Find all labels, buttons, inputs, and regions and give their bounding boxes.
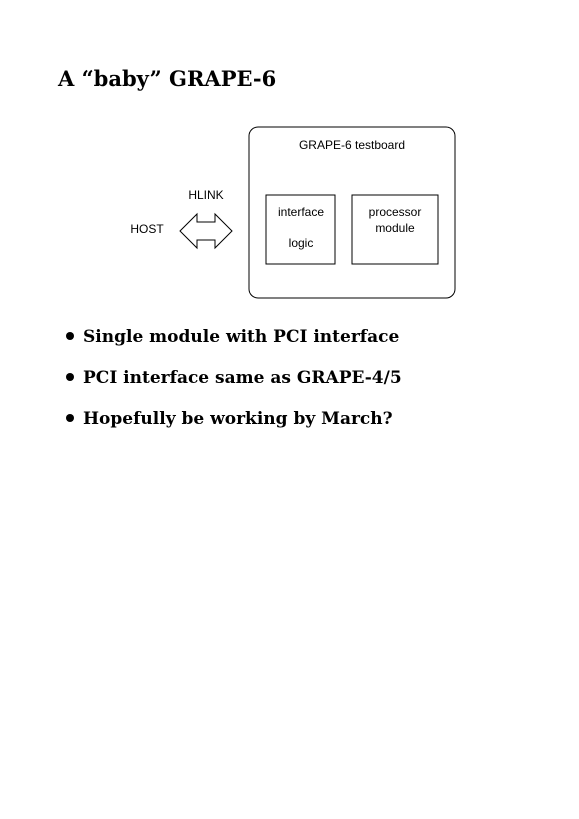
bullet-icon xyxy=(66,332,74,340)
interface-block-line1: interface xyxy=(278,205,324,219)
bullet-list: Single module with PCI interface PCI int… xyxy=(66,324,402,447)
bidirectional-arrow-icon xyxy=(179,212,233,250)
bullet-text: Hopefully be working by March? xyxy=(83,409,393,429)
list-item: PCI interface same as GRAPE-4/5 xyxy=(66,365,402,406)
list-item: Single module with PCI interface xyxy=(66,324,402,365)
interface-block-line2: logic xyxy=(289,236,314,250)
testboard-label: GRAPE-6 testboard xyxy=(299,138,405,152)
bullet-icon xyxy=(66,373,74,381)
list-item: Hopefully be working by March? xyxy=(66,406,402,447)
testboard-outline xyxy=(248,126,456,299)
page-title: A “baby” GRAPE-6 xyxy=(58,66,277,91)
hlink-label: HLINK xyxy=(188,188,223,202)
processor-block-line1: processor xyxy=(369,205,422,219)
interface-logic-block xyxy=(265,194,336,265)
bullet-icon xyxy=(66,414,74,422)
processor-block-line2: module xyxy=(375,221,415,235)
host-label: HOST xyxy=(130,222,164,236)
bullet-text: PCI interface same as GRAPE-4/5 xyxy=(83,368,402,388)
processor-module-block xyxy=(351,194,439,265)
bullet-text: Single module with PCI interface xyxy=(83,327,400,347)
